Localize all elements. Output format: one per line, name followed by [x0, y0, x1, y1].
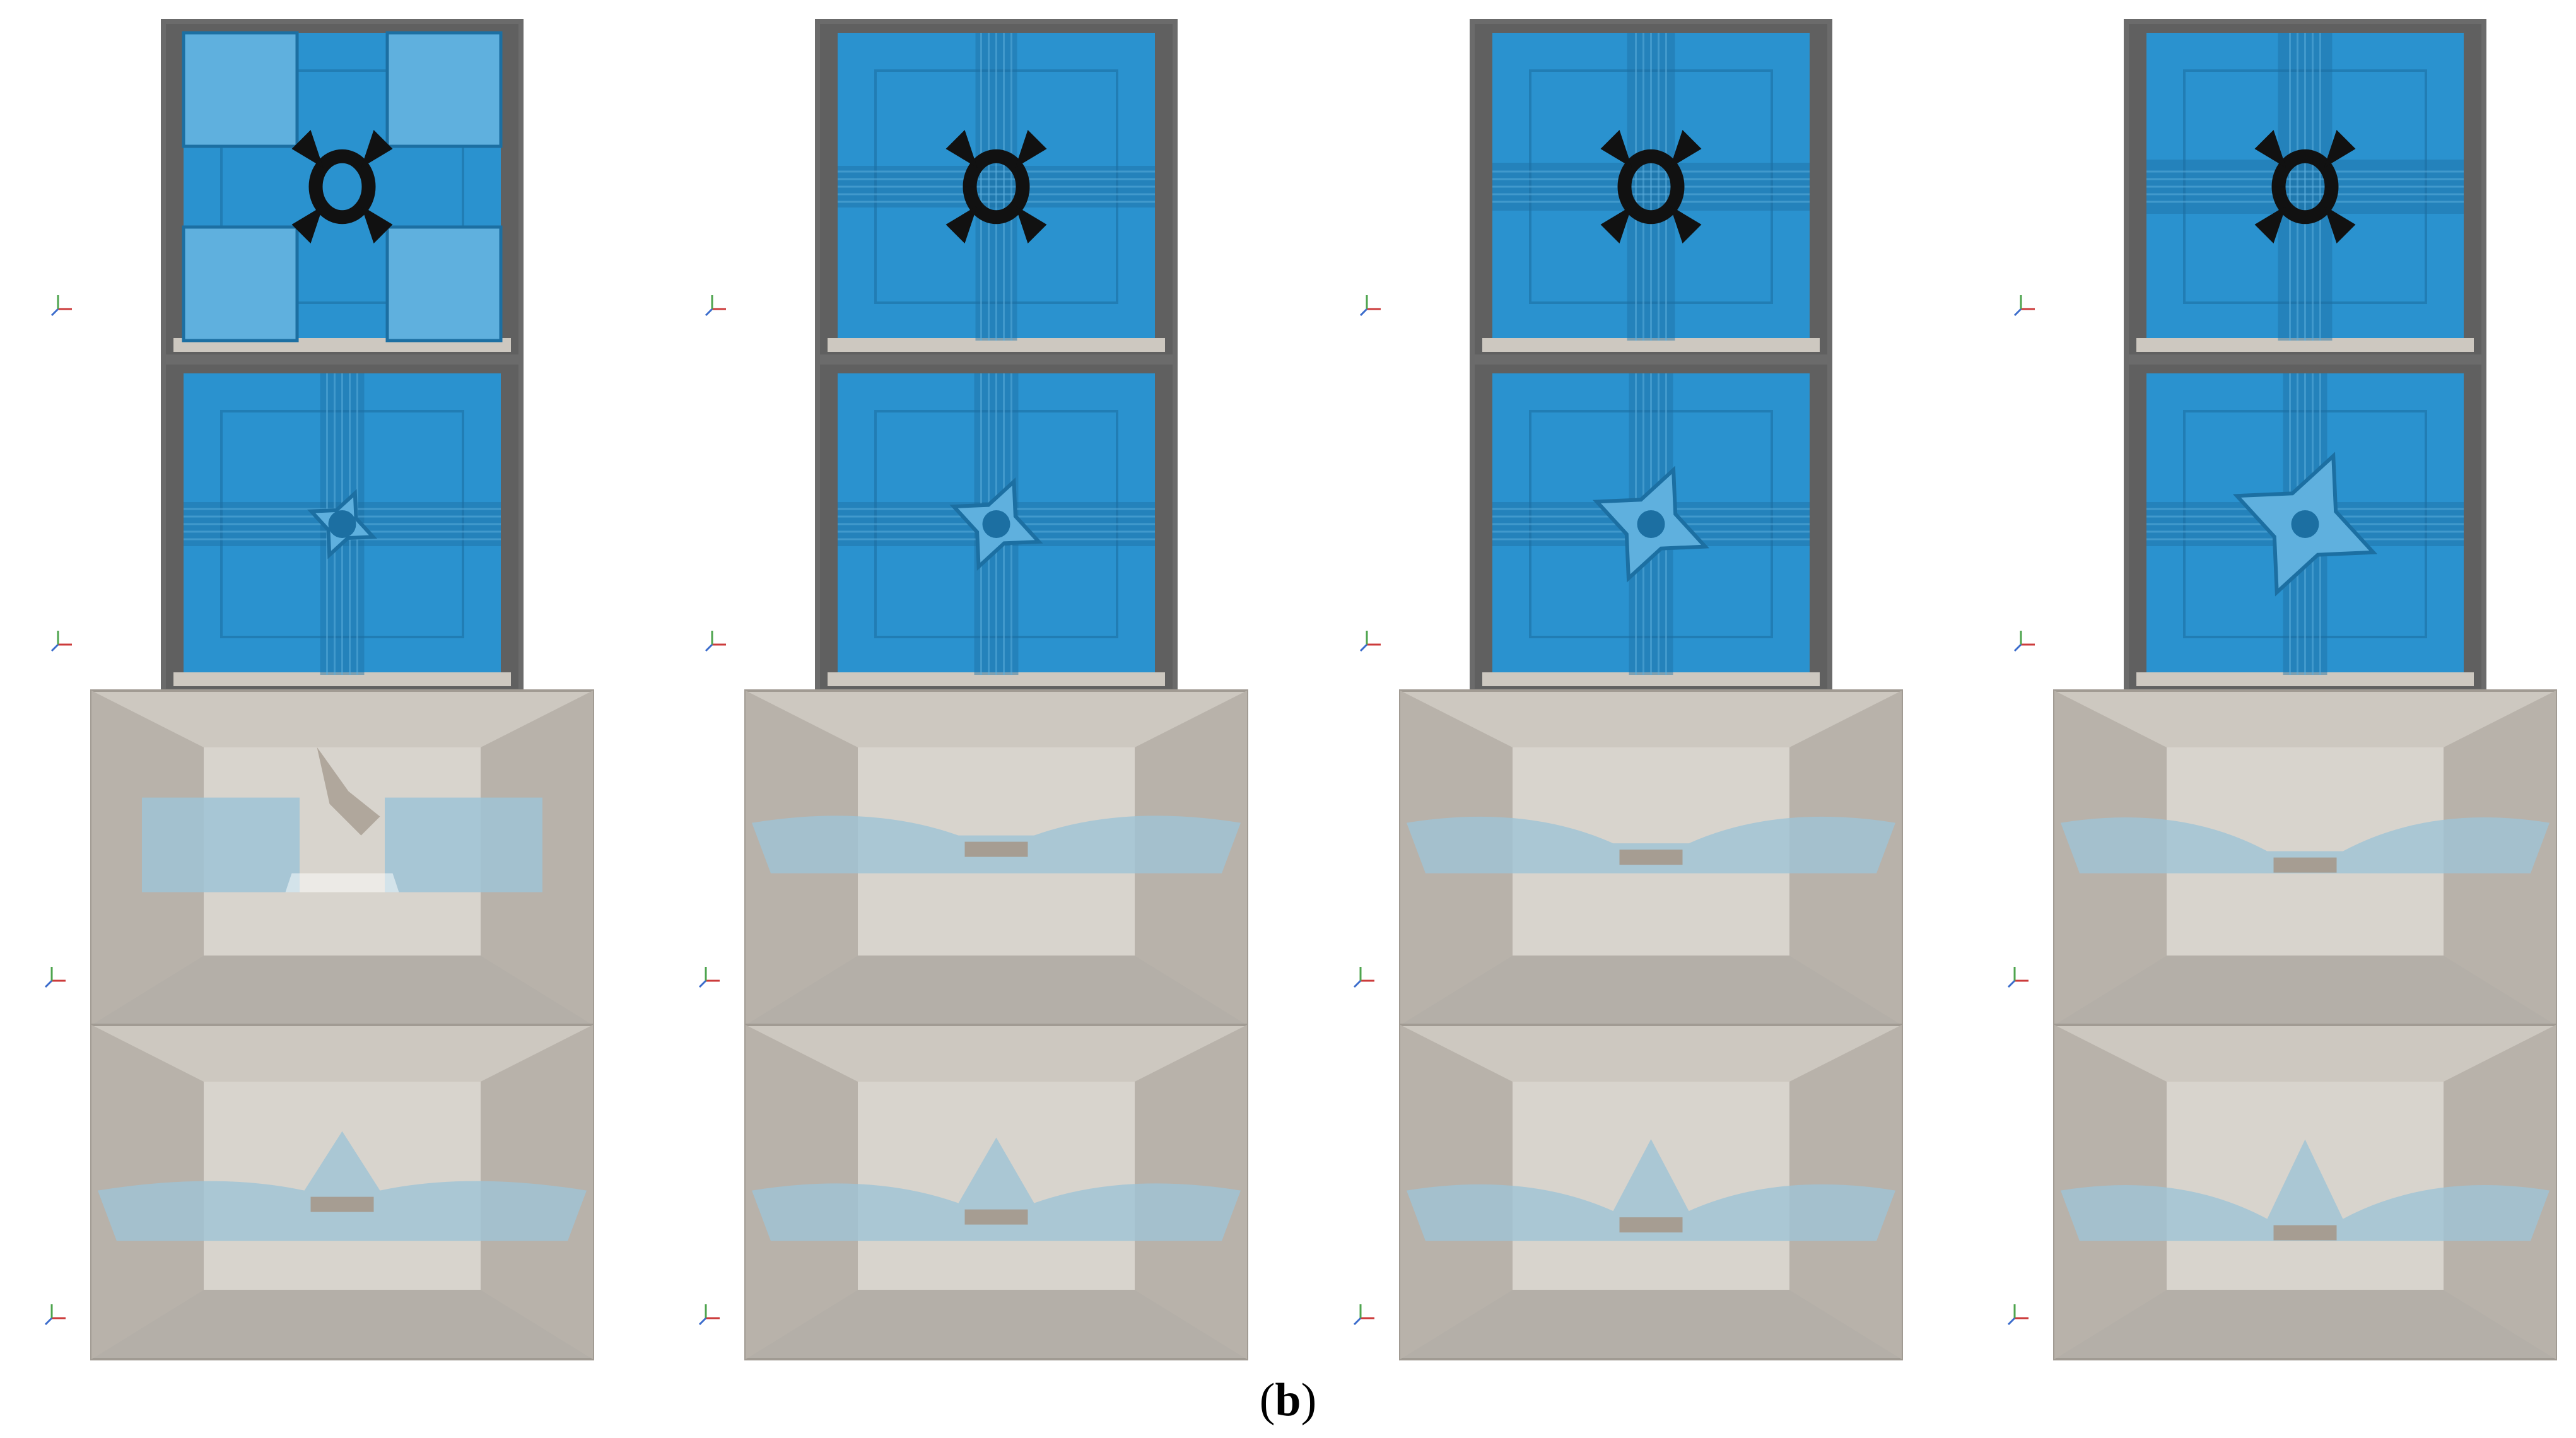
column-stage-3 — [1309, 0, 1953, 1369]
column-stage-2 — [654, 0, 1298, 1369]
axis-triad-icon — [698, 967, 720, 988]
column-stage-4 — [1963, 0, 2576, 1369]
axis-triad-icon — [2013, 631, 2035, 652]
front-view-panel — [744, 1024, 1248, 1360]
axis-triad-icon — [2007, 1304, 2029, 1326]
axis-triad-icon — [2013, 295, 2035, 317]
column-svg — [2007, 19, 2557, 1360]
top-view-panel — [161, 19, 524, 360]
front-view-panel — [2053, 689, 2557, 1026]
top-view-panel — [815, 19, 1178, 360]
axis-triad-icon — [1353, 967, 1374, 988]
top-view-panel — [2124, 360, 2486, 694]
front-view-panel — [90, 689, 594, 1026]
caption-label: b — [1275, 1374, 1301, 1426]
axis-triad-icon — [2007, 967, 2029, 988]
column-svg — [698, 19, 1248, 1360]
top-view-panel — [1470, 19, 1832, 360]
axis-triad-icon — [44, 1304, 66, 1326]
axis-triad-icon — [1359, 295, 1381, 317]
front-view-panel — [1399, 1024, 1903, 1360]
top-view-panel — [1470, 360, 1832, 694]
column-svg — [44, 19, 594, 1360]
figure-caption: (b) — [0, 1369, 2576, 1432]
axis-triad-icon — [44, 967, 66, 988]
axis-triad-icon — [705, 631, 726, 652]
top-view-panel — [161, 360, 524, 694]
top-view-panel — [2124, 19, 2486, 360]
axis-triad-icon — [50, 631, 72, 652]
caption-open: ( — [1259, 1374, 1275, 1426]
front-view-panel — [2053, 1024, 2557, 1360]
front-view-panel — [744, 689, 1248, 1026]
column-svg — [1353, 19, 1903, 1360]
top-view-panel — [815, 360, 1178, 694]
axis-triad-icon — [50, 295, 72, 317]
caption-close: ) — [1301, 1374, 1317, 1426]
axis-triad-icon — [698, 1304, 720, 1326]
front-view-panel — [1399, 689, 1903, 1026]
column-stage-1 — [0, 0, 644, 1369]
axis-triad-icon — [1353, 1304, 1374, 1326]
front-view-panel — [90, 1024, 594, 1360]
axis-triad-icon — [1359, 631, 1381, 652]
axis-triad-icon — [705, 295, 726, 317]
